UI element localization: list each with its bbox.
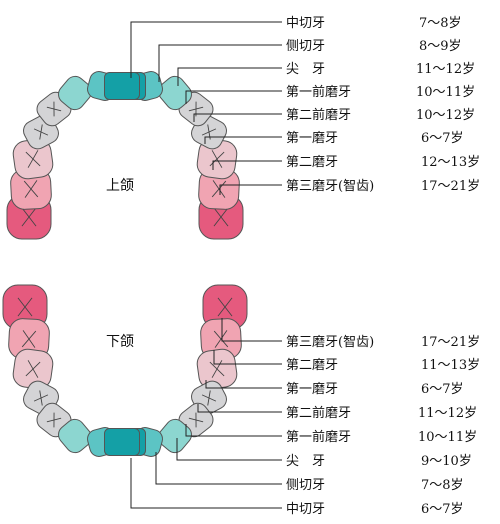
lower-label-first-premolar: 第一前磨牙 (286, 429, 351, 445)
upper-right-central-incisor-tooth (104, 72, 140, 100)
lower-age-central-incisor: 6～7岁 (421, 502, 464, 517)
lower-age-canine: 9～10岁 (421, 454, 472, 469)
lower-right-third-molar-tooth (202, 284, 248, 330)
lower-leader-line (213, 350, 282, 365)
upper-leader-line (193, 113, 282, 122)
upper-age-first-premolar: 10～11岁 (416, 85, 475, 100)
upper-label-central-incisor: 中切牙 (286, 16, 325, 31)
upper-label-first-premolar: 第一前磨牙 (286, 84, 351, 100)
upper-leader-line (204, 136, 282, 144)
lower-label-lateral-incisor: 侧切牙 (286, 478, 325, 493)
lower-age-first-premolar: 10～11岁 (418, 430, 477, 445)
upper-label-canine: 尖 牙 (286, 62, 325, 77)
upper-label-first-molar: 第一磨牙 (286, 131, 338, 146)
upper-age-third-molar: 17～21岁 (421, 179, 480, 194)
upper-label-list: 中切牙 7～8岁 侧切牙 8～9岁 尖 牙 11～12岁 第一前磨牙 10～11… (286, 16, 480, 194)
lower-age-lateral-incisor: 7～8岁 (421, 478, 464, 493)
upper-leader-line (185, 90, 282, 104)
lower-label-list: 第三磨牙(智齿) 17～21岁 第二磨牙 11～13岁 第一磨牙 6～7岁 第二… (286, 335, 480, 517)
lower-right-central-incisor-tooth (104, 428, 140, 456)
upper-age-central-incisor: 7～8岁 (419, 16, 462, 31)
upper-leader-line (219, 184, 282, 195)
upper-age-first-molar: 6～7岁 (421, 131, 464, 146)
upper-right-canine-tooth (158, 75, 192, 111)
lower-left-canine-tooth (58, 418, 92, 454)
lower-age-second-molar: 11～13岁 (421, 358, 480, 373)
lower-leader-line (221, 318, 282, 342)
upper-label-lateral-incisor: 侧切牙 (286, 39, 325, 54)
upper-label-second-premolar: 第二前磨牙 (286, 107, 351, 123)
lower-left-first-molar-tooth (12, 348, 54, 390)
upper-leader-line (158, 44, 282, 82)
upper-age-second-premolar: 10～12岁 (416, 108, 475, 123)
upper-age-lateral-incisor: 8～9岁 (419, 39, 462, 54)
upper-jaw-label: 上颌 (106, 178, 134, 194)
lower-leader-line (205, 380, 282, 389)
upper-leader-line (177, 67, 282, 86)
lower-label-second-premolar: 第二前磨牙 (286, 405, 351, 421)
lower-age-third-molar: 17～21岁 (421, 335, 480, 350)
lower-right-canine-tooth (158, 418, 192, 454)
lower-leader-line (176, 438, 282, 461)
upper-label-third-molar: 第三磨牙(智齿) (286, 179, 374, 194)
upper-leader-line (212, 160, 282, 170)
lower-label-second-molar: 第二磨牙 (286, 358, 338, 373)
upper-label-second-molar: 第二磨牙 (286, 155, 338, 170)
lower-age-second-premolar: 11～12岁 (418, 406, 477, 421)
upper-left-first-molar-tooth (12, 138, 54, 180)
upper-age-canine: 11～12岁 (416, 62, 475, 77)
upper-leader-line (130, 21, 282, 78)
lower-label-central-incisor: 中切牙 (286, 502, 325, 517)
lower-label-canine: 尖 牙 (286, 454, 325, 469)
upper-left-canine-tooth (58, 75, 92, 111)
lower-label-first-molar: 第一磨牙 (286, 382, 338, 397)
lower-jaw-label: 下颌 (106, 334, 134, 350)
lower-leader-line (130, 458, 282, 509)
lower-leader-line (185, 424, 282, 437)
teeth-layer (2, 71, 248, 457)
lower-leader-line (197, 404, 282, 413)
lower-age-first-molar: 6～7岁 (421, 382, 464, 397)
leader-lines (130, 21, 282, 509)
lower-label-third-molar: 第三磨牙(智齿) (286, 335, 374, 350)
lower-leader-line (155, 452, 282, 485)
upper-age-second-molar: 12～13岁 (421, 155, 480, 170)
